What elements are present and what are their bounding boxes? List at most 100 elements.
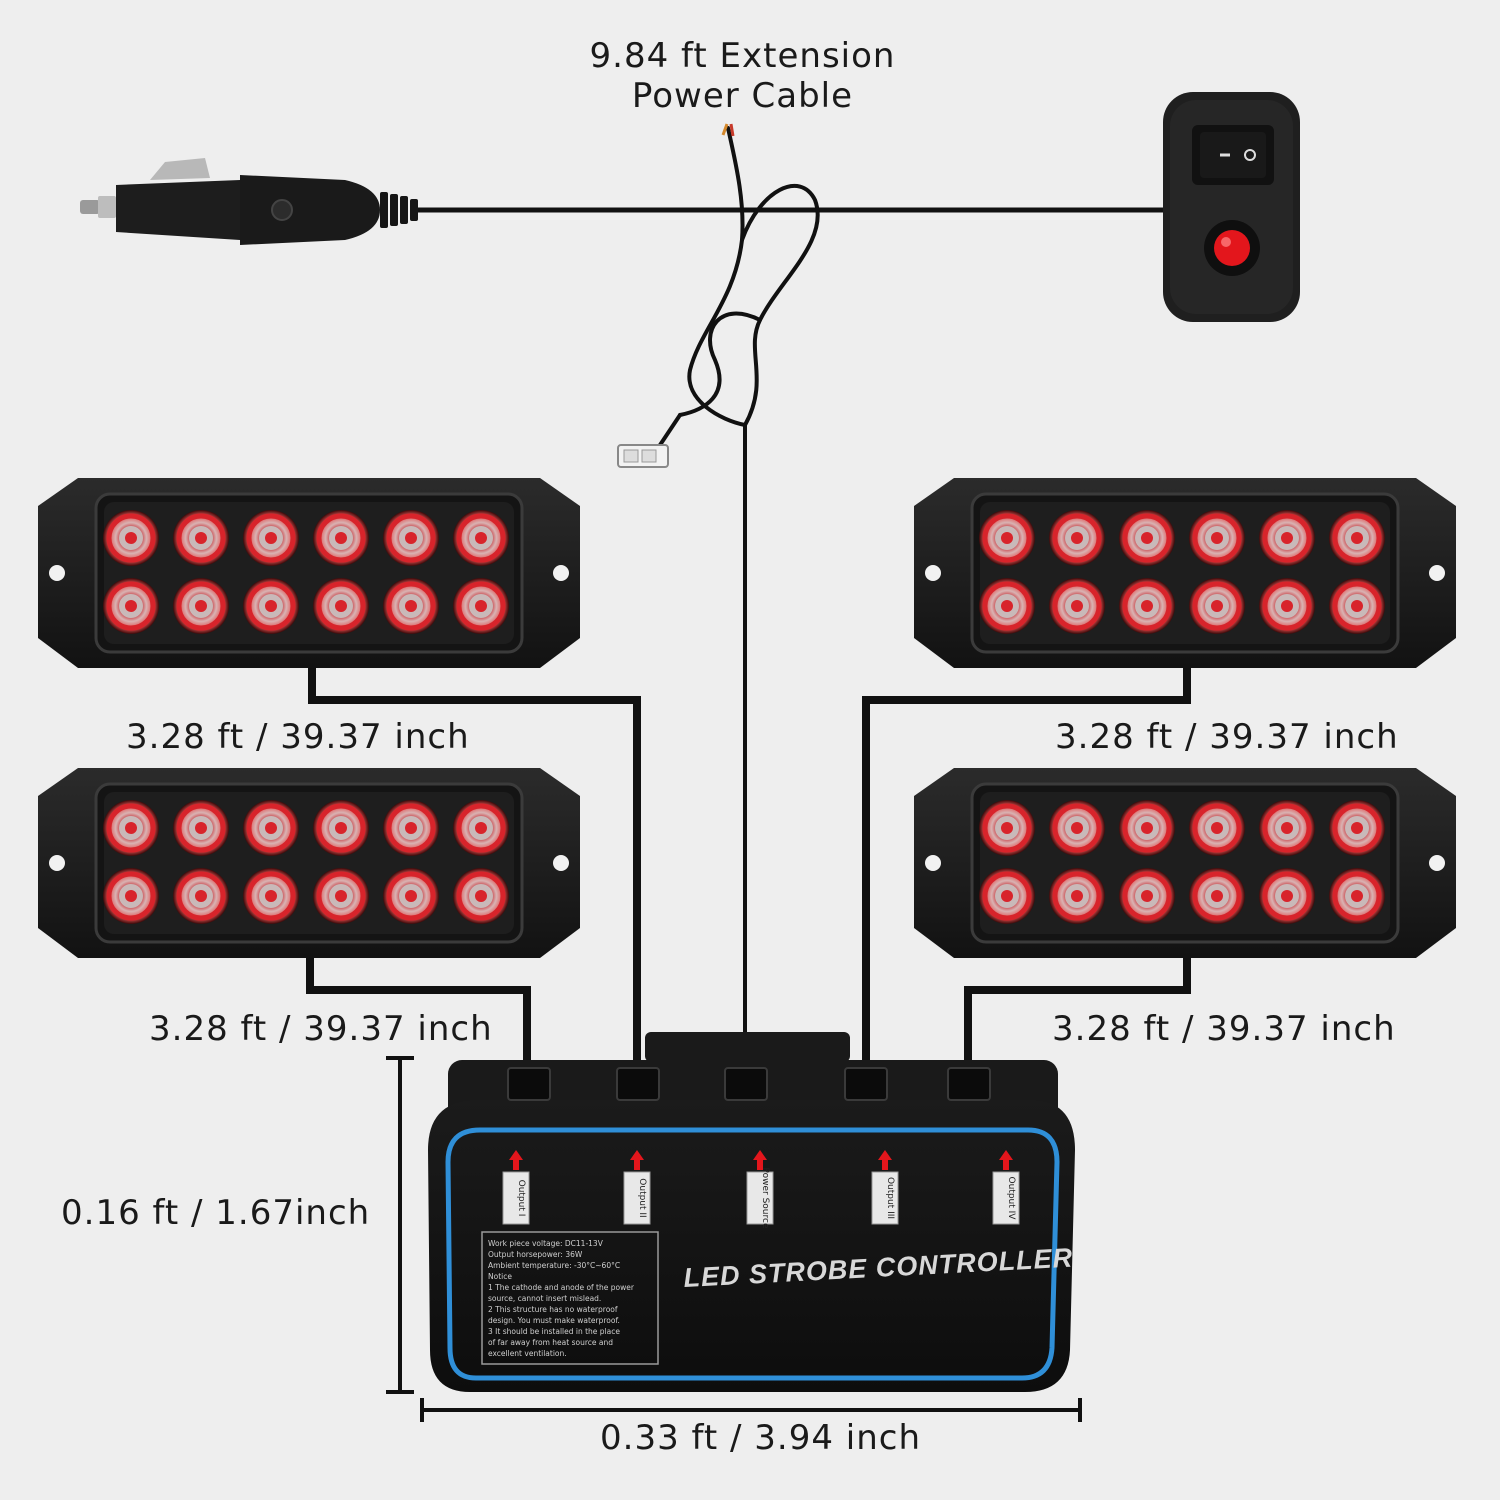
led-icon — [243, 510, 299, 566]
port-label: Output II — [623, 1150, 651, 1225]
arrow-up-icon — [509, 1150, 523, 1170]
connector-plug-icon — [617, 444, 669, 468]
led-icon — [243, 800, 299, 856]
controller-ports — [507, 1067, 991, 1101]
led-icon — [1259, 868, 1315, 924]
led-icon — [453, 868, 509, 924]
led-icon — [173, 578, 229, 634]
led-icon — [1049, 800, 1105, 856]
led-icon — [173, 868, 229, 924]
wire-tips-icon — [721, 123, 735, 137]
led-icon — [1259, 578, 1315, 634]
mount-hole-icon — [925, 565, 941, 581]
port-label-text: Output I — [516, 1180, 526, 1217]
spec-line: Output horsepower: 36W — [488, 1250, 583, 1259]
led-icon — [1189, 510, 1245, 566]
spec-line: 1 The cathode and anode of the power — [488, 1283, 635, 1292]
port-label-text: Output III — [885, 1177, 895, 1219]
mount-hole-icon — [553, 855, 569, 871]
strobe-light-module — [38, 768, 580, 958]
spec-line: design. You must make waterproof. — [488, 1316, 620, 1325]
led-icon — [1329, 800, 1385, 856]
led-icon — [1189, 578, 1245, 634]
top-left-cable-length: 3.28 ft / 39.37 inch — [126, 717, 470, 757]
port-label: Power Source — [746, 1150, 774, 1229]
height-dimension-line — [386, 1056, 414, 1394]
led-icon — [313, 510, 369, 566]
led-icon — [243, 868, 299, 924]
led-icon — [453, 800, 509, 856]
extension-cable-label-line2: Power Cable — [631, 76, 854, 116]
port-label-text: Power Source — [760, 1168, 770, 1229]
led-icon — [103, 510, 159, 566]
led-icon — [243, 578, 299, 634]
controller-height-dimension: 0.16 ft / 1.67inch — [61, 1193, 371, 1233]
spec-line: 3 It should be installed in the place — [488, 1327, 620, 1336]
led-icon — [313, 868, 369, 924]
extension-cable-label-line1: 9.84 ft Extension — [589, 36, 896, 76]
led-icon — [103, 800, 159, 856]
mount-hole-icon — [49, 855, 65, 871]
spec-line: Work piece voltage: DC11-13V — [488, 1239, 604, 1248]
strobe-lights — [38, 478, 1456, 958]
port-label-text: Output II — [637, 1178, 647, 1217]
strobe-light-module — [914, 768, 1456, 958]
led-icon — [453, 510, 509, 566]
led-icon — [103, 578, 159, 634]
extension-cable — [658, 126, 820, 1077]
led-icon — [1189, 868, 1245, 924]
strobe-controller: LED STROBE CONTROLLER Work piece voltage… — [428, 1032, 1075, 1392]
cigarette-plug-icon — [80, 158, 418, 245]
spec-line: excellent ventilation. — [488, 1349, 567, 1358]
led-icon — [103, 868, 159, 924]
led-icon — [173, 800, 229, 856]
led-icon — [979, 578, 1035, 634]
led-icon — [1329, 510, 1385, 566]
arrow-up-icon — [753, 1150, 767, 1170]
spec-line: Ambient temperature: -30°C~60°C — [488, 1261, 620, 1270]
mount-hole-icon — [1429, 565, 1445, 581]
led-icon — [979, 800, 1035, 856]
led-icon — [1329, 578, 1385, 634]
led-icon — [383, 868, 439, 924]
width-dimension-line — [420, 1398, 1082, 1422]
port-label: Output I — [502, 1150, 530, 1225]
mount-hole-icon — [925, 855, 941, 871]
arrow-up-icon — [630, 1150, 644, 1170]
strobe-light-module — [914, 478, 1456, 668]
led-icon — [1119, 578, 1175, 634]
controller-width-dimension: 0.33 ft / 3.94 inch — [600, 1418, 922, 1458]
rocker-switch-icon — [1163, 92, 1300, 322]
bottom-right-cable-length: 3.28 ft / 39.37 inch — [1052, 1009, 1396, 1049]
led-icon — [313, 800, 369, 856]
led-icon — [383, 800, 439, 856]
led-icon — [1259, 510, 1315, 566]
led-icon — [1189, 800, 1245, 856]
led-icon — [979, 868, 1035, 924]
top-right-cable-length: 3.28 ft / 39.37 inch — [1055, 717, 1399, 757]
extension-cable-label: 9.84 ft Extension Power Cable — [580, 36, 905, 116]
led-icon — [979, 510, 1035, 566]
led-icon — [313, 578, 369, 634]
spec-line: of far away from heat source and — [488, 1338, 613, 1347]
spec-line: 2 This structure has no waterproof — [488, 1305, 618, 1314]
led-icon — [1329, 868, 1385, 924]
port-label: Output III — [871, 1150, 899, 1225]
led-icon — [383, 510, 439, 566]
spec-line: Notice — [488, 1272, 512, 1281]
mount-hole-icon — [49, 565, 65, 581]
controller-spec-lines: Work piece voltage: DC11-13V Output horse… — [488, 1239, 635, 1358]
mount-hole-icon — [1429, 855, 1445, 871]
light-wires — [306, 660, 1191, 1080]
spec-line: source, cannot insert mislead. — [488, 1294, 601, 1303]
port-label: Output IV — [992, 1150, 1020, 1225]
led-icon — [453, 578, 509, 634]
led-icon — [1049, 510, 1105, 566]
led-icon — [1049, 578, 1105, 634]
bottom-left-cable-length: 3.28 ft / 39.37 inch — [149, 1009, 493, 1049]
led-icon — [173, 510, 229, 566]
led-icon — [1119, 868, 1175, 924]
port-label-text: Output IV — [1006, 1177, 1016, 1221]
led-icon — [383, 578, 439, 634]
